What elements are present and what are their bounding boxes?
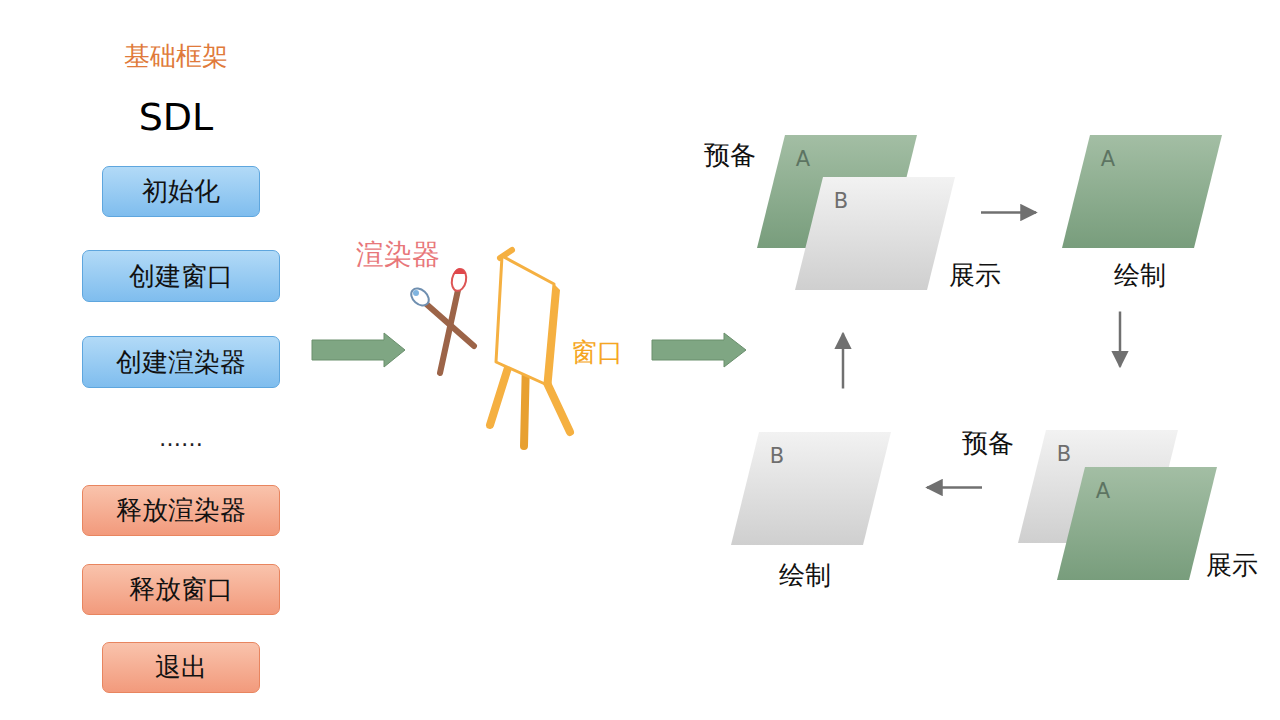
parallelogram-fill	[1062, 135, 1222, 248]
block-arrow	[312, 333, 405, 367]
cycle-arrow	[842, 334, 845, 389]
cycle-arrow	[1119, 312, 1122, 367]
state-label: 预备	[962, 426, 1014, 461]
state-label: 展示	[1206, 548, 1258, 583]
parallelogram-shape	[731, 432, 891, 545]
process-box: 创建渲染器	[82, 336, 280, 388]
buffer-parallelogram: B绘制	[731, 432, 891, 545]
parallelogram-shape	[795, 177, 955, 290]
renderer-label: 渲染器	[356, 236, 440, 274]
box-text: 释放窗口	[129, 572, 233, 607]
cycle-arrow	[981, 211, 1036, 214]
buffer-parallelogram: B展示	[795, 177, 955, 290]
title: 基础框架	[124, 39, 228, 74]
state-label: 绘制	[1114, 258, 1166, 293]
buffer-letter: A	[1096, 479, 1110, 503]
parallelogram-shape	[1062, 135, 1222, 248]
process-box: 初始化	[102, 166, 260, 217]
process-box: 释放窗口	[82, 564, 280, 615]
cycle-arrow	[927, 486, 982, 489]
box-text: 创建渲染器	[116, 345, 246, 380]
parallelogram-fill	[1057, 467, 1217, 580]
easel-illustration	[490, 250, 570, 446]
buffer-letter: A	[796, 147, 810, 171]
box-text: 初始化	[142, 174, 220, 209]
state-label: 绘制	[779, 558, 831, 593]
process-box: 释放渲染器	[82, 485, 280, 536]
state-label: 预备	[704, 138, 756, 173]
buffer-letter: A	[1101, 147, 1115, 171]
buffer-letter: B	[770, 444, 784, 468]
buffer-parallelogram: A展示	[1057, 467, 1217, 580]
box-text: 退出	[155, 650, 207, 685]
brush-illustration	[408, 268, 474, 373]
parallelogram-shape	[1057, 467, 1217, 580]
block-arrow	[652, 333, 746, 367]
process-box: 创建窗口	[82, 250, 280, 302]
box-text: 释放渲染器	[116, 493, 246, 528]
process-box: 退出	[102, 642, 260, 693]
buffer-parallelogram: A绘制	[1062, 135, 1222, 248]
parallelogram-fill	[731, 432, 891, 545]
framework-name: SDL	[139, 95, 214, 139]
buffer-letter: B	[834, 189, 848, 213]
buffer-letter: B	[1057, 442, 1071, 466]
ellipsis: ……	[159, 426, 203, 451]
state-label: 展示	[949, 258, 1001, 293]
window-label: 窗口	[571, 335, 623, 370]
parallelogram-fill	[795, 177, 955, 290]
box-text: 创建窗口	[129, 259, 233, 294]
